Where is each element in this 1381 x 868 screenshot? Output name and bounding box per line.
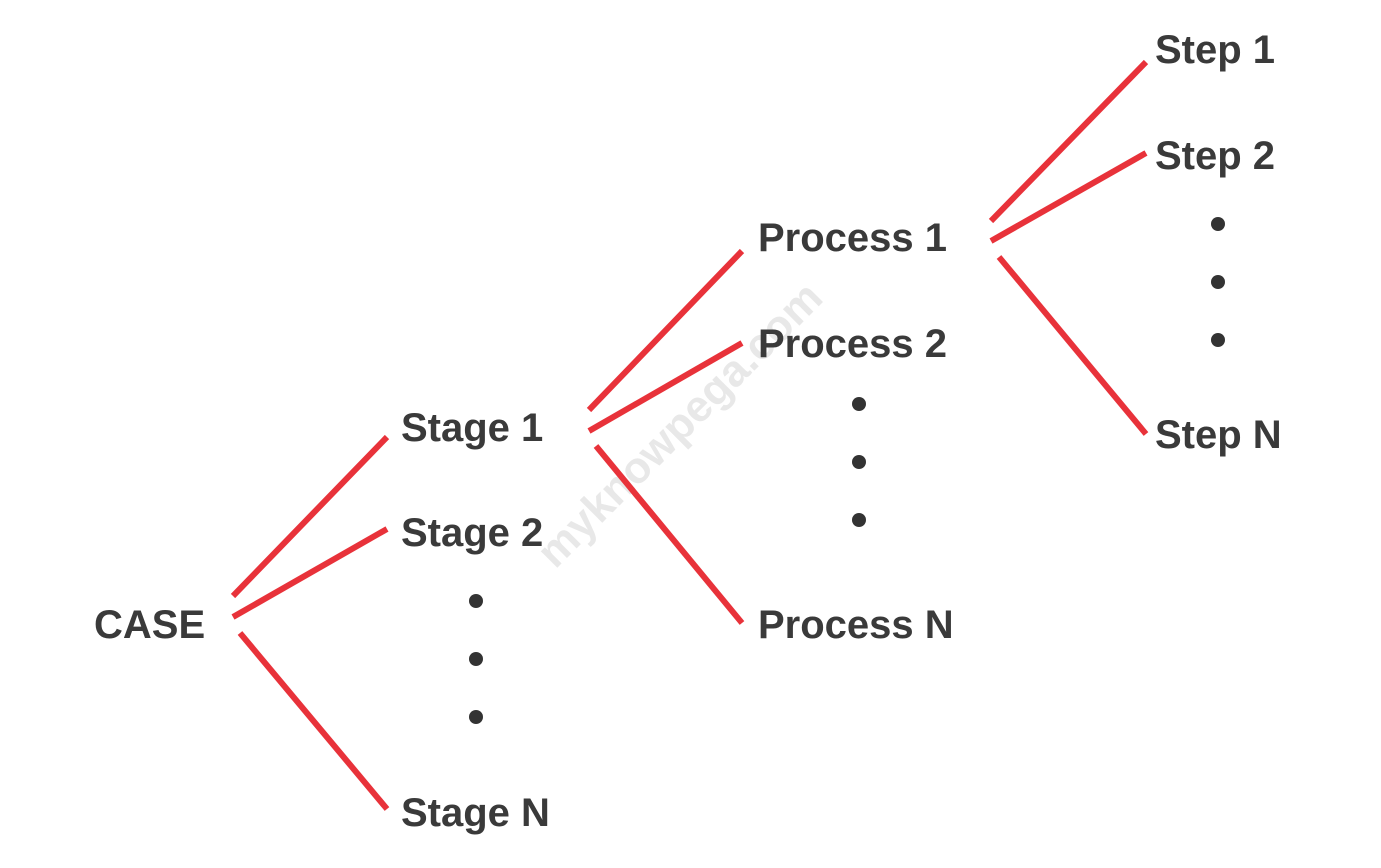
node-case: CASE xyxy=(94,603,205,647)
node-stage-2: Stage 2 xyxy=(401,511,543,555)
node-stage-1: Stage 1 xyxy=(401,406,543,450)
edge-stage-1-process-n xyxy=(593,444,745,625)
edge-process-1-step-1 xyxy=(988,59,1149,224)
edge-case-stage-2 xyxy=(231,526,389,620)
edge-case-stage-n xyxy=(237,631,390,811)
node-process-1: Process 1 xyxy=(758,216,947,260)
ellipsis-dot-processes-3 xyxy=(852,513,866,527)
ellipsis-dot-processes-2 xyxy=(852,455,866,469)
ellipsis-dot-steps-2 xyxy=(1211,275,1225,289)
ellipsis-dot-stages-2 xyxy=(469,652,483,666)
ellipsis-dot-stages-1 xyxy=(469,594,483,608)
ellipsis-dot-steps-3 xyxy=(1211,333,1225,347)
edge-case-stage-1 xyxy=(230,434,390,599)
node-step-2: Step 2 xyxy=(1155,134,1275,178)
ellipsis-dot-processes-1 xyxy=(852,397,866,411)
edge-process-1-step-2 xyxy=(989,150,1148,244)
edge-process-1-step-n xyxy=(996,255,1149,436)
node-stage-n: Stage N xyxy=(401,791,550,835)
edge-stage-1-process-2 xyxy=(587,340,744,434)
node-process-2: Process 2 xyxy=(758,322,947,366)
ellipsis-dot-stages-3 xyxy=(469,710,483,724)
edge-stage-1-process-1 xyxy=(586,248,745,413)
node-step-1: Step 1 xyxy=(1155,28,1275,72)
ellipsis-dot-steps-1 xyxy=(1211,217,1225,231)
node-step-n: Step N xyxy=(1155,413,1282,457)
node-process-n: Process N xyxy=(758,603,954,647)
